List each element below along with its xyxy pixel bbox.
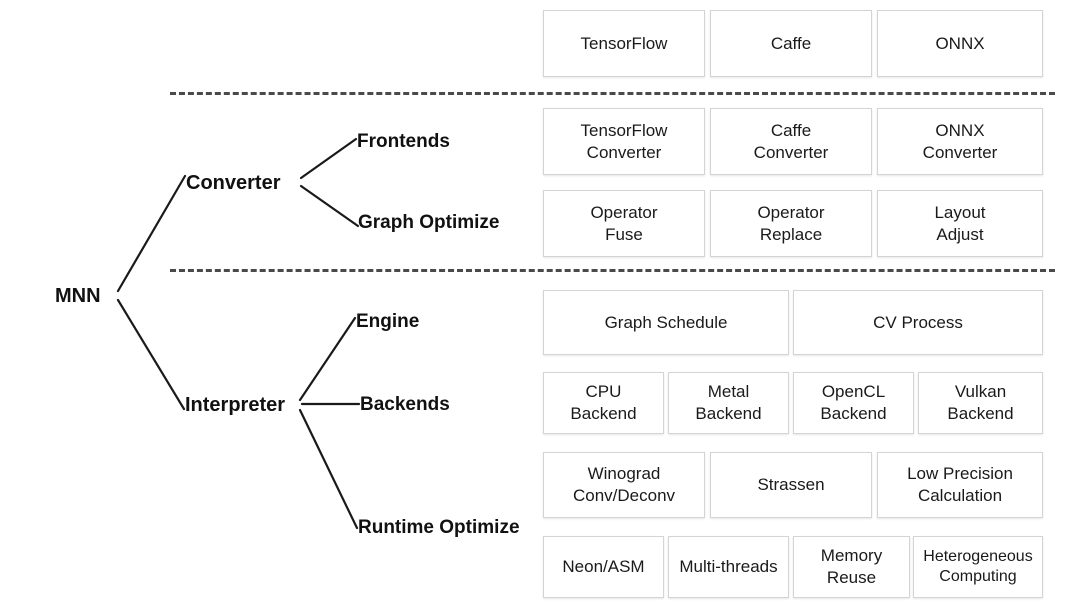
node-engine: Engine (356, 311, 420, 332)
node-runtime-optimize: Runtime Optimize (358, 517, 520, 538)
box-caffe-converter[interactable]: Caffe Converter (710, 108, 872, 175)
box-tensorflow-converter[interactable]: TensorFlow Converter (543, 108, 705, 175)
box-onnx[interactable]: ONNX (877, 10, 1043, 77)
edge-interpreter-runtime-optimize (298, 408, 359, 530)
edge-interpreter-engine (298, 316, 357, 402)
box-metal-backend[interactable]: Metal Backend (668, 372, 789, 434)
box-layout-adjust[interactable]: Layout Adjust (877, 190, 1043, 257)
box-opencl-backend[interactable]: OpenCL Backend (793, 372, 914, 434)
box-onnx-converter[interactable]: ONNX Converter (877, 108, 1043, 175)
box-graph-schedule[interactable]: Graph Schedule (543, 290, 789, 355)
box-heterogeneous-computing[interactable]: Heterogeneous Computing (913, 536, 1043, 598)
node-frontends: Frontends (357, 131, 450, 152)
box-low-precision-calculation[interactable]: Low Precision Calculation (877, 452, 1043, 518)
box-vulkan-backend[interactable]: Vulkan Backend (918, 372, 1043, 434)
box-cpu-backend[interactable]: CPU Backend (543, 372, 664, 434)
node-mnn: MNN (55, 285, 101, 307)
separator-middle (170, 269, 1055, 272)
edge-converter-graph-optimize (299, 184, 360, 228)
box-strassen[interactable]: Strassen (710, 452, 872, 518)
node-converter: Converter (186, 172, 281, 194)
node-interpreter: Interpreter (185, 394, 286, 416)
box-caffe[interactable]: Caffe (710, 10, 872, 77)
edge-mnn-converter (116, 174, 187, 293)
box-multi-threads[interactable]: Multi-threads (668, 536, 789, 598)
edge-converter-frontends (299, 137, 358, 180)
box-tensorflow[interactable]: TensorFlow (543, 10, 705, 77)
box-memory-reuse[interactable]: Memory Reuse (793, 536, 910, 598)
node-graph-optimize: Graph Optimize (358, 212, 500, 233)
edge-mnn-interpreter (116, 298, 186, 411)
box-operator-fuse[interactable]: Operator Fuse (543, 190, 705, 257)
box-neon-asm[interactable]: Neon/ASM (543, 536, 664, 598)
node-backends: Backends (360, 394, 450, 415)
box-cv-process[interactable]: CV Process (793, 290, 1043, 355)
box-winograd-conv-deconv[interactable]: Winograd Conv/Deconv (543, 452, 705, 518)
box-operator-replace[interactable]: Operator Replace (710, 190, 872, 257)
separator-top (170, 92, 1055, 95)
